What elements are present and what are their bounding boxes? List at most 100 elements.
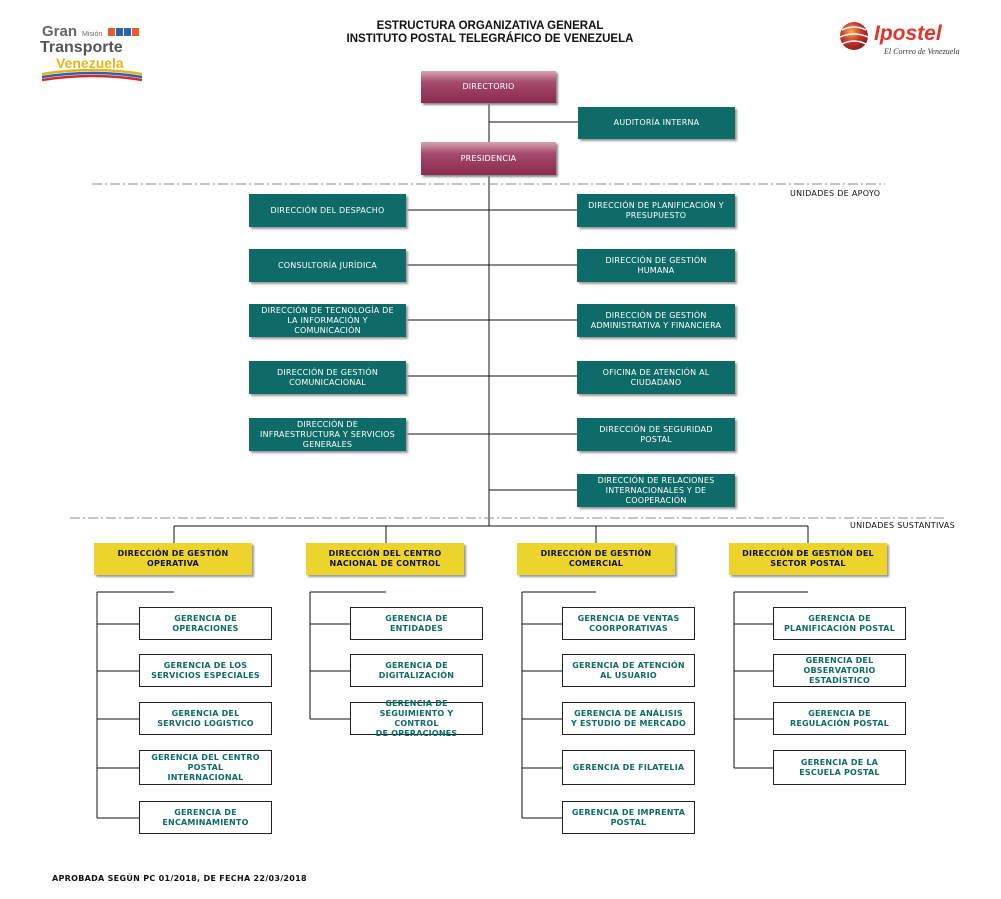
gerencia-box-1-2-text-line: SERVICIOS ESPECIALES (151, 670, 260, 680)
gerencia-box-2-3-text-line: DE OPERACIONES (375, 728, 458, 738)
gerencia-box-2-2-text-line: DIGITALIZACIÓN (378, 670, 455, 680)
support-right-box-1-text-line: PRESUPUESTO (625, 210, 687, 220)
gerencia-box-2-2-text-line: GERENCIA DE (385, 660, 448, 670)
gerencia-box-3-1-text-line: GERENCIA DE VENTAS (577, 613, 680, 623)
support-left-box-1-label: DIRECCIÓN DEL DESPACHO (271, 206, 385, 216)
gerencia-box-4-1-text-line: PLANIFICACIÓN POSTAL (783, 623, 895, 633)
gerencia-box-4-4-text-line: GERENCIA DE LA (800, 757, 879, 767)
gerencia-box-3-5-text-line: GERENCIA DE IMPRENTA (571, 807, 686, 817)
directorate-box-1-text-line: DIRECCIÓN DE GESTIÓN (117, 549, 229, 558)
support-right-box-5-text-line: DIRECCIÓN DE SEGURIDAD (599, 424, 713, 434)
support-right-box-1-text-line: DIRECCIÓN DE PLANIFICACIÓN Y (588, 200, 724, 210)
directorate-box-4-text-line: DIRECCIÓN DE GESTIÓN DEL (742, 549, 874, 558)
svg-text:Transporte: Transporte (40, 39, 123, 56)
gerencia-box-3-3-text-line: GERENCIA DE ANÁLISIS (574, 708, 683, 718)
support-right-box-2-text-line: HUMANA (637, 265, 675, 275)
chart-title: ESTRUCTURA ORGANIZATIVA GENERAL INSTITUT… (290, 20, 690, 46)
directorate-box-1-text-line: OPERATIVA (147, 559, 199, 568)
gerencia-box-1-1-text-line: OPERACIONES (172, 623, 239, 633)
support-left-box-5-text-line: GENERALES (302, 439, 353, 449)
gerencia-box-3-4-label: GERENCIA DE FILATELIA (573, 763, 685, 773)
directorate-box-4-text-line: SECTOR POSTAL (770, 559, 846, 568)
ipostel-logo: Ipostel El Correo de Venezuela (836, 18, 966, 60)
support-right-box-3-text-line: DIRECCIÓN DE GESTIÓN (605, 310, 707, 320)
auditoria-interna-box[interactable]: AUDITORÍA INTERNA (578, 107, 735, 139)
gerencia-box-2-3-text-line: GERENCIA DE (385, 698, 448, 708)
presidencia-box[interactable]: PRESIDENCIA (421, 142, 556, 175)
support-right-box-3-text-line: ADMINISTRATIVA Y FINANCIERA (590, 320, 722, 330)
support-left-box-3-text-line: LA INFORMACIÓN Y (287, 315, 368, 325)
directorio-label: DIRECTORIO (462, 82, 515, 91)
directorio-box[interactable]: DIRECTORIO (421, 71, 556, 103)
gerencia-box-3-2-text-line: GERENCIA DE ATENCIÓN (572, 660, 685, 670)
directorate-box-3-text-line: COMERCIAL (568, 559, 624, 568)
support-left-box-1[interactable]: DIRECCIÓN DEL DESPACHO (249, 194, 406, 227)
gerencia-box-4-2-text-line: GERENCIA DEL (805, 655, 874, 665)
svg-text:Gran: Gran (42, 23, 77, 40)
unidades-sustantivas-label: UNIDADES SUSTANTIVAS (850, 521, 956, 530)
support-right-box-4-text-line: OFICINA DE ATENCIÓN AL (602, 367, 710, 377)
gerencia-box-1-3-text-line: GERENCIA DEL (171, 708, 240, 718)
gerencia-box-4-3-text-line: REGULACIÓN POSTAL (789, 718, 890, 728)
support-left-box-2-label: CONSULTORÍA JURÍDICA (278, 261, 377, 271)
support-right-box-5-text-line: POSTAL (640, 434, 672, 444)
support-left-box-2-text-line: CONSULTORÍA JURÍDICA (278, 260, 377, 270)
gran-mision-transporte-logo: Gran Misión Transporte Venezuela (38, 22, 148, 82)
gerencia-box-1-2-text-line: GERENCIA DE LOS (163, 660, 248, 670)
support-left-box-4-text-line: COMUNICACIONAL (289, 377, 366, 387)
gerencia-box-3-4[interactable]: GERENCIA DE FILATELIA (562, 750, 695, 785)
gerencia-box-4-1-text-line: GERENCIA DE (808, 613, 871, 623)
support-right-box-4-text-line: CIUDADANO (630, 377, 682, 387)
directorate-box-2-text-line: NACIONAL DE CONTROL (329, 559, 441, 568)
support-left-box-2[interactable]: CONSULTORÍA JURÍDICA (249, 249, 406, 282)
support-left-box-1-text-line: DIRECCIÓN DEL DESPACHO (270, 205, 385, 215)
gerencia-box-2-3-text-line: SEGUIMIENTO Y CONTROL (379, 708, 454, 728)
svg-text:Ipostel: Ipostel (874, 22, 943, 45)
